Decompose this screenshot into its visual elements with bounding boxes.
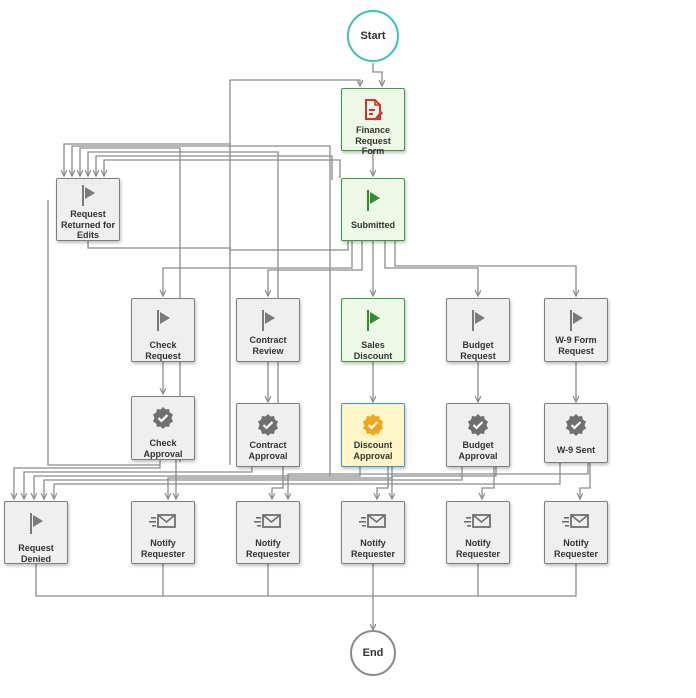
form-icon [342, 98, 404, 122]
approval-badge-icon [545, 413, 607, 437]
edge-cross-c [176, 467, 393, 499]
node-label: Budget Approval [458, 440, 498, 461]
node-budget-approval[interactable]: Budget Approval [446, 403, 510, 467]
edge-returned-out [47, 200, 160, 466]
node-label: Request Denied [18, 543, 54, 564]
node-submitted[interactable]: Submitted [341, 178, 405, 241]
email-notify-icon [545, 511, 607, 535]
email-notify-icon [237, 511, 299, 535]
node-notify-requester[interactable]: Notify Requester [236, 501, 300, 564]
node-notify-requester[interactable]: Notify Requester [341, 501, 405, 564]
node-label: W-9 Sent [556, 445, 596, 455]
edge-cross-a [288, 462, 589, 499]
start-node[interactable]: Start [347, 10, 399, 62]
start-label: Start [360, 30, 386, 42]
edge-returned-in-2 [96, 155, 333, 180]
flag-icon [237, 308, 299, 332]
node-check-request[interactable]: Check Request [131, 298, 195, 362]
node-request-returned[interactable]: Request Returned for Edits [56, 178, 120, 241]
node-label: Budget Request [460, 340, 496, 361]
email-notify-icon [447, 511, 509, 535]
node-discount-approval[interactable]: Discount Approval [341, 403, 405, 467]
edge-denied-5 [54, 462, 561, 499]
approval-badge-icon [237, 413, 299, 437]
node-label: Check Approval [143, 438, 183, 459]
edge-returned-in-1 [104, 159, 341, 178]
email-notify-icon [342, 511, 404, 535]
node-label: Finance Request Form [355, 125, 391, 156]
node-label: Contract Approval [248, 440, 288, 461]
node-label: Notify Requester [455, 538, 500, 559]
node-notify-requester[interactable]: Notify Requester [131, 501, 195, 564]
node-label: Submitted [351, 220, 395, 230]
node-label: Notify Requester [553, 538, 598, 559]
edge-returned-in-5 [72, 145, 331, 476]
edge-submitted-check [163, 241, 353, 296]
edge-submitted-w9 [394, 241, 576, 296]
node-w9-sent[interactable]: W-9 Sent [544, 403, 608, 463]
node-budget-request[interactable]: Budget Request [446, 298, 510, 362]
edge-notify-3 [377, 467, 389, 499]
edge-loop-finance [229, 79, 360, 465]
approval-badge-icon [132, 406, 194, 430]
node-w9-form-request[interactable]: W-9 Form Request [544, 298, 608, 362]
flag-icon [545, 308, 607, 332]
approval-badge-icon [342, 413, 404, 437]
node-check-approval[interactable]: Check Approval [131, 396, 195, 460]
node-label: W-9 Form Request [555, 335, 597, 356]
edge-notify-2 [272, 467, 284, 499]
edge-notify-5 [580, 462, 591, 499]
node-label: Notify Requester [140, 538, 185, 559]
node-label: Contract Review [249, 335, 287, 356]
node-contract-review[interactable]: Contract Review [236, 298, 300, 362]
node-finance-request-form[interactable]: Finance Request Form [341, 88, 405, 156]
end-node[interactable]: End [350, 630, 396, 676]
flag-icon [342, 308, 404, 332]
flag-icon [132, 308, 194, 332]
edge-notify-1 [168, 460, 177, 499]
node-notify-requester[interactable]: Notify Requester [446, 501, 510, 564]
edge-denied-1 [14, 460, 161, 499]
node-sales-discount[interactable]: Sales Discount [341, 298, 405, 362]
node-contract-approval[interactable]: Contract Approval [236, 403, 300, 467]
node-label: Check Request [145, 340, 181, 361]
flag-icon [447, 308, 509, 332]
edge-submitted-budget [384, 241, 478, 296]
edge-cross-b [392, 467, 497, 499]
edge-start-finance [372, 63, 382, 86]
node-label: Sales Discount [353, 340, 393, 361]
node-label: Request Returned for Edits [61, 209, 115, 240]
node-label: Notify Requester [245, 538, 290, 559]
edge-submitted-contract [268, 241, 363, 296]
edge-denied-2 [24, 467, 253, 499]
node-request-denied[interactable]: Request Denied [4, 501, 68, 564]
edge-submitted-returned [87, 240, 349, 251]
email-notify-icon [132, 511, 194, 535]
node-label: Notify Requester [350, 538, 395, 559]
node-label: Discount Approval [353, 440, 393, 461]
node-notify-requester[interactable]: Notify Requester [544, 501, 608, 564]
flag-icon [5, 511, 67, 535]
end-label: End [362, 647, 384, 659]
edge-denied-3 [34, 467, 361, 499]
edge-end-collector [35, 564, 577, 597]
edge-returned-in-6 [64, 143, 230, 176]
flag-icon [342, 188, 404, 212]
approval-badge-icon [447, 413, 509, 437]
edge-notify-4 [482, 467, 495, 499]
flag-icon [57, 183, 119, 207]
